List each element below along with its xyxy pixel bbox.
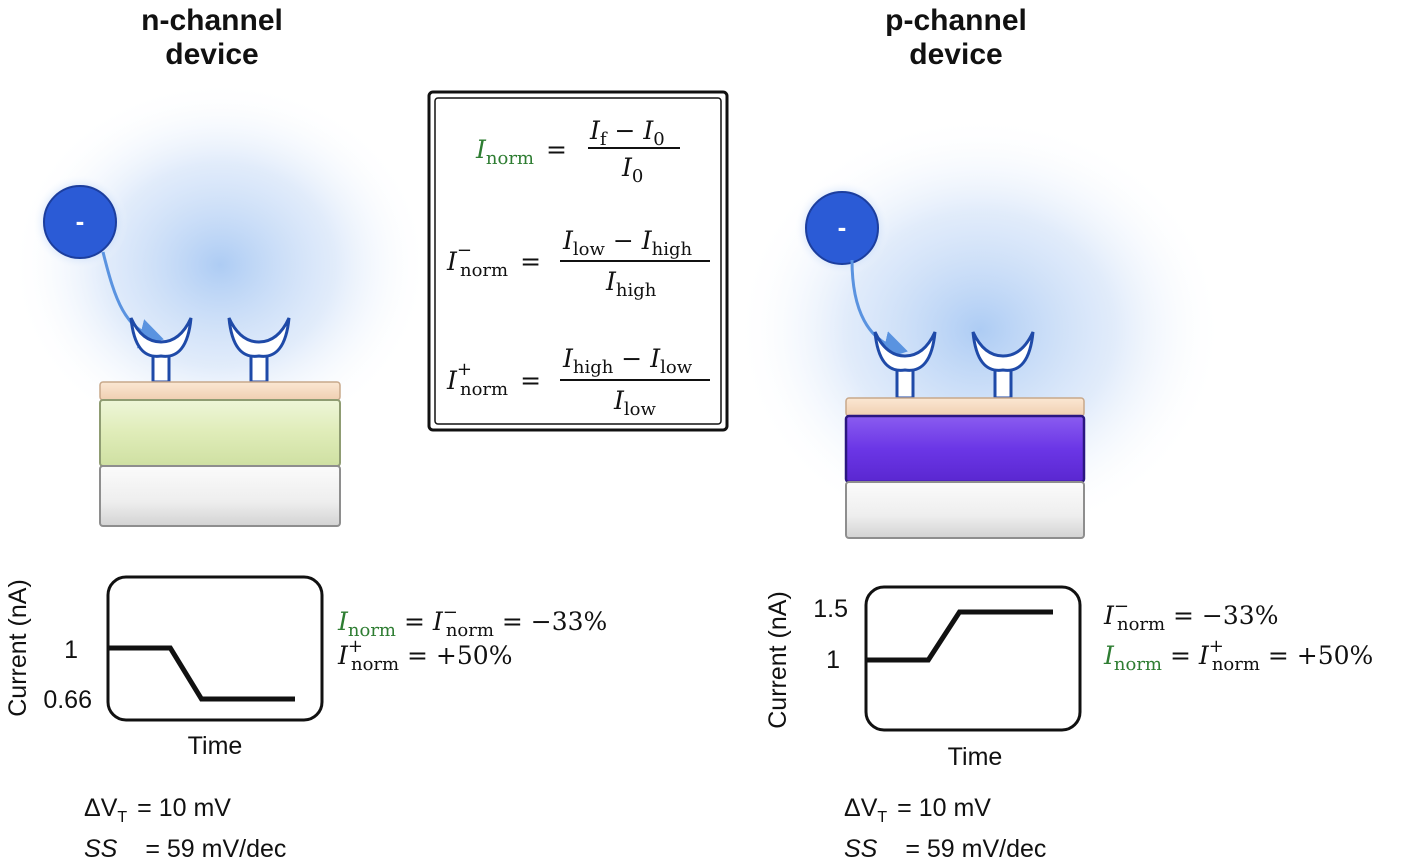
- svg-text:Ihigh − Ilow: Ihigh − Ilow: [562, 344, 693, 378]
- p-title-line1: p-channel: [885, 4, 1027, 37]
- svg-text:If − I0: If − I0: [589, 116, 665, 150]
- p-ion: [805, 191, 879, 265]
- p-substrate-layer: [845, 481, 1085, 539]
- n-xlabel: Time: [188, 732, 243, 760]
- p-current-trace: [866, 609, 1053, 663]
- n-glow: [10, 80, 430, 450]
- svg-text:Ihigh: Ihigh: [605, 267, 657, 301]
- equation-inorm: Inorm= If − I0 I0: [475, 116, 680, 187]
- p-ion-sign: -: [838, 212, 847, 242]
- p-tick-high: 1.5: [813, 595, 848, 623]
- n-ion-sign: -: [76, 206, 85, 236]
- p-param-vt: ΔVT= 10 mV: [844, 794, 991, 826]
- p-param-ss: SS= 59 mV/dec: [844, 835, 1046, 863]
- p-current-plot: 1.5 1 Current (nA) Time: [764, 585, 1082, 771]
- n-tick-high: 1: [64, 636, 78, 664]
- n-ion: [43, 185, 117, 259]
- svg-text:Ilow: Ilow: [613, 386, 656, 420]
- n-channel-device: n-channel device - 1 0.66 Current (nA) T…: [4, 4, 607, 863]
- p-ylabel: Current (nA): [764, 591, 792, 729]
- equation-inorm-plus: I+norm= Ihigh − Ilow Ilow: [446, 344, 710, 420]
- p-eq-line2: Inorm = I+norm = +50%: [1103, 636, 1373, 675]
- svg-text:I−norm=: I−norm=: [446, 240, 541, 281]
- p-title-line2: device: [909, 38, 1002, 71]
- n-param-ss: SS= 59 mV/dec: [84, 835, 286, 863]
- n-current-plot: 1 0.66 Current (nA) Time: [4, 575, 324, 760]
- p-eq-line1: I−norm = −33%: [1103, 596, 1278, 635]
- n-eq-line1: Inorm = I−norm = −33%: [337, 602, 607, 641]
- p-channel-layer: [844, 414, 1086, 484]
- p-binding-arrow: [850, 259, 908, 361]
- p-channel-device: p-channel device - 1.5 1 Current (nA) Ti…: [735, 4, 1373, 863]
- svg-text:I+norm=: I+norm=: [446, 359, 541, 400]
- n-title-line1: n-channel: [141, 4, 283, 37]
- svg-text:Inorm=: Inorm=: [475, 135, 567, 169]
- n-eq-line2: I+norm = +50%: [337, 636, 512, 675]
- p-receptor-1: [873, 331, 937, 400]
- n-substrate-layer: [99, 465, 341, 527]
- p-receptor-2: [971, 331, 1035, 400]
- n-param-vt: ΔVT= 10 mV: [84, 794, 231, 826]
- p-tick-low: 1: [826, 646, 840, 674]
- n-ylabel: Current (nA): [4, 579, 32, 717]
- n-channel-layer: [99, 399, 341, 467]
- equation-inorm-minus: I−norm= Ilow − Ihigh Ihigh: [446, 226, 710, 301]
- n-title-line2: device: [165, 38, 258, 71]
- svg-text:Ilow − Ihigh: Ilow − Ihigh: [562, 226, 693, 260]
- normalization-equations-box: Inorm= If − I0 I0 I−norm= Ilow − Ihigh I…: [427, 90, 729, 432]
- p-xlabel: Time: [948, 743, 1003, 771]
- n-current-trace: [108, 645, 295, 702]
- n-binding-arrow: [101, 251, 164, 349]
- p-gate-layer: [845, 397, 1085, 417]
- n-tick-low: 0.66: [43, 686, 92, 714]
- n-gate-layer: [99, 381, 341, 401]
- svg-text:I0: I0: [621, 153, 643, 187]
